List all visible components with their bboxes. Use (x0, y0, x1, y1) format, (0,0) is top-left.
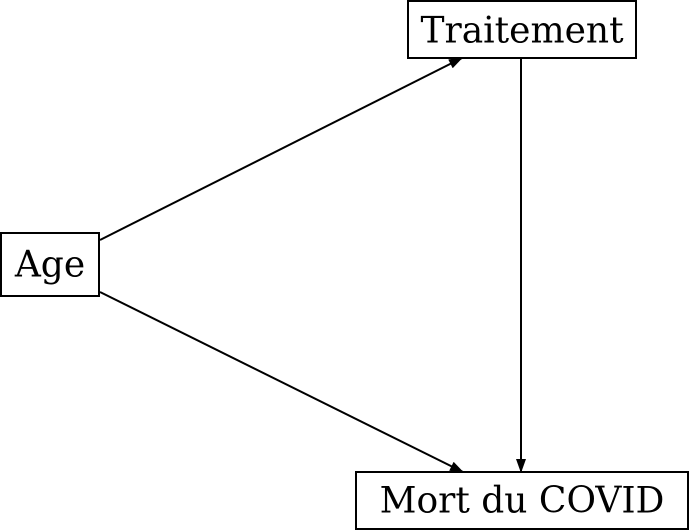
node-mort-box (355, 471, 689, 530)
node-age-label: Age (14, 245, 85, 286)
node-mort-label: Mort du COVID (380, 481, 665, 522)
node-traitement-label: Traitement (420, 11, 624, 52)
node-age-box (0, 232, 100, 297)
edge-age-to-traitement (99, 57, 463, 241)
node-traitement-box (407, 0, 637, 59)
node-mort-du-covid: Mort du COVID (355, 471, 689, 530)
node-traitement: Traitement (407, 0, 637, 59)
node-age: Age (0, 232, 100, 297)
edge-age-to-mort (99, 291, 464, 473)
